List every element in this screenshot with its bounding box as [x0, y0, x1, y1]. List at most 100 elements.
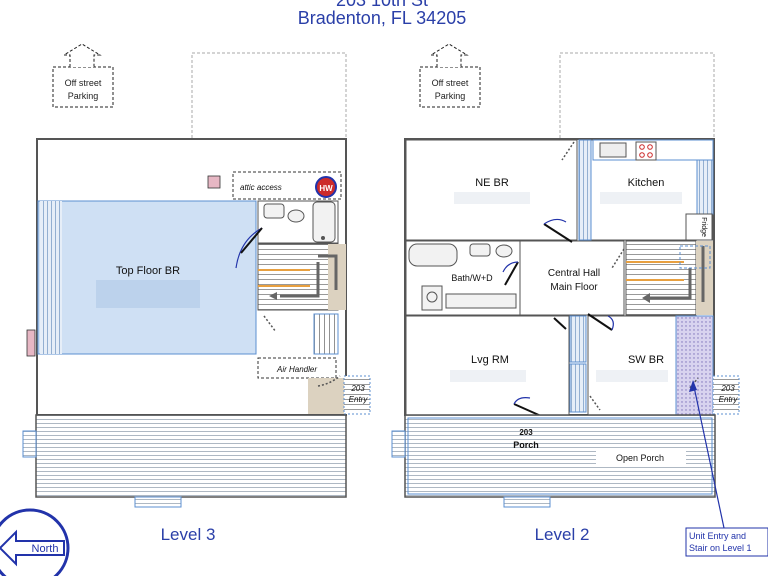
level-2-plan: Off street Parking NE BR Kitchen Fridge — [391, 43, 740, 544]
unit-entry-callout: Unit Entry and Stair on Level 1 — [685, 380, 768, 557]
entry-number-l2: 203 — [720, 384, 735, 393]
fridge-label: Fridge — [700, 217, 707, 237]
north-arrow-icon — [0, 529, 65, 567]
sw-br-label-bg — [596, 370, 668, 382]
air-handler-box — [257, 357, 337, 379]
sink-l3 — [263, 203, 285, 219]
parking-box-l2 — [419, 66, 481, 108]
door-swing-living — [513, 397, 531, 405]
room-label-kitchen: Kitchen — [628, 177, 665, 189]
kitchen-left-strip — [578, 139, 592, 241]
sw-br — [587, 315, 677, 416]
entry-number-l3: 203 — [350, 384, 365, 393]
porch-step-left-l3 — [22, 430, 37, 458]
level-3-plan: Off street Parking Top Floor BR attic ac… — [22, 43, 371, 544]
left-window-l3 — [26, 329, 36, 357]
stair-arrow-l2 — [650, 246, 705, 302]
attic-access-label: attic access — [240, 183, 282, 192]
living-room-label-bg — [450, 370, 526, 382]
porch-number: 203 — [519, 428, 533, 437]
door-hall-ne — [543, 223, 573, 243]
ne-br-label-bg — [454, 192, 530, 204]
air-handler-label: Air Handler — [276, 365, 317, 374]
tub-l3 — [312, 201, 336, 243]
entry-word-l3: Entry — [349, 395, 369, 404]
porch-word: Porch — [513, 440, 539, 450]
entry-stair-l2 — [712, 375, 740, 415]
stove-burner-3 — [639, 152, 645, 158]
central-hall-label-2: Main Floor — [550, 282, 598, 293]
kitchen-stove — [635, 141, 657, 161]
stair-arrow-head-l3 — [269, 292, 277, 300]
open-porch-label-bg — [596, 450, 686, 466]
fridge-box — [685, 213, 713, 241]
parking-box-l3 — [52, 66, 114, 108]
door-l3-a — [240, 227, 263, 254]
parking-label-l3-2: Parking — [68, 91, 99, 101]
room-label-ne-br: NE BR — [475, 177, 509, 189]
address-line-2: Bradenton, FL 34205 — [298, 8, 466, 28]
porch-inner-l2 — [407, 417, 713, 495]
callout-box — [685, 527, 768, 557]
entry-stair-l3 — [343, 375, 371, 415]
door-swing-l3-c — [317, 375, 341, 387]
water-heater-label: HW — [319, 184, 333, 193]
callout-pointer — [692, 381, 725, 529]
parking-label-l3-1: Off street — [65, 78, 102, 88]
washer-drum — [426, 291, 438, 303]
north-compass: North — [0, 508, 70, 576]
washer-l2 — [421, 285, 443, 311]
dryer-l2 — [445, 293, 517, 309]
stair-arrow-l3 — [280, 254, 338, 298]
living-window-strip-1 — [569, 315, 587, 363]
callout-arrow-icon — [689, 380, 697, 392]
door-swing-l3-a — [235, 227, 263, 269]
entry-word-l2: Entry — [719, 395, 739, 404]
ne-br — [405, 139, 578, 241]
porch-step-bottom-l3 — [134, 496, 182, 508]
parking-label-l2-1: Off street — [432, 78, 469, 88]
open-porch-label: Open Porch — [616, 453, 664, 463]
top-floor-br-label-bg — [96, 280, 200, 308]
toilet-l3 — [287, 209, 305, 223]
room-label-living: Lvg RM — [471, 354, 509, 366]
door-swing-l3-b — [263, 315, 277, 333]
stair-l3 — [257, 243, 339, 311]
stair-lower-l3 — [313, 313, 339, 355]
level-2-caption: Level 2 — [535, 525, 590, 544]
small-marker-l3 — [207, 175, 221, 189]
stove-burner-2 — [647, 144, 653, 150]
door-swing-hall-ne — [543, 218, 567, 225]
kitchen-label-bg — [600, 192, 682, 204]
kitchen-counter-right — [696, 159, 714, 215]
compass-label: North — [32, 543, 59, 555]
door-sw-br — [587, 313, 613, 331]
callout-line-1: Unit Entry and — [689, 531, 746, 541]
room-label-sw-br: SW BR — [628, 354, 664, 366]
door-living — [513, 403, 542, 417]
central-hall-label-1: Central Hall — [548, 268, 600, 279]
door-swing-sw-br-b — [589, 395, 601, 411]
stair-dash-l2 — [679, 245, 711, 269]
living-room — [405, 315, 570, 416]
living-window-strip-2 — [569, 363, 587, 413]
top-floor-br — [37, 200, 257, 355]
door-bath — [504, 261, 519, 286]
address-line-1: 203 10th St — [336, 0, 428, 10]
door-swing-sw-br — [607, 315, 614, 331]
level-3-caption: Level 3 — [161, 525, 216, 544]
room-label-bath: Bath/W+D — [451, 273, 493, 283]
porch-step-left-l2 — [391, 430, 406, 458]
parking-arrow-icon-l2 — [429, 43, 469, 67]
door-swing-bath — [502, 261, 519, 273]
neighbor-outline-l3 — [191, 52, 347, 140]
porch-l3 — [35, 414, 347, 498]
stair-l2 — [625, 240, 697, 316]
kitchen-sink — [599, 142, 627, 158]
parking-arrow-icon — [62, 43, 102, 67]
room-label-top-floor-br: Top Floor BR — [116, 265, 180, 277]
neighbor-outline-l2 — [559, 52, 715, 140]
porch-step-bottom-l2 — [503, 496, 551, 508]
drain-l3 — [321, 236, 325, 240]
